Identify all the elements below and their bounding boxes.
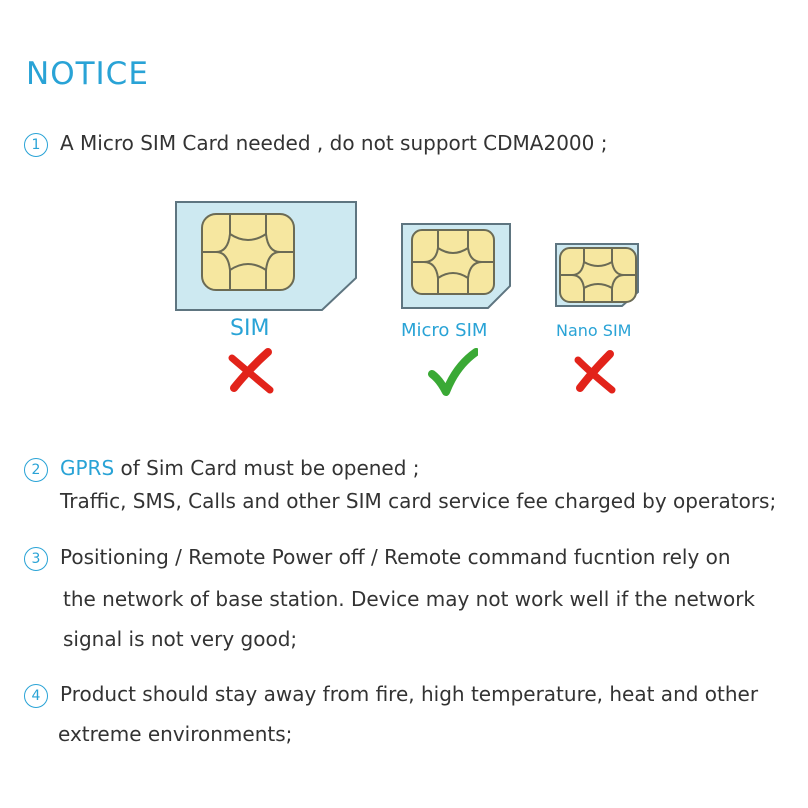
notice-title: NOTICE — [26, 56, 149, 92]
micro-sim-label: Micro SIM — [401, 320, 488, 341]
item-3-line-1: Positioning / Remote Power off / Remote … — [60, 545, 731, 569]
nano-sim-label: Nano SIM — [556, 321, 632, 340]
number-4-badge: 4 — [24, 684, 48, 708]
gprs-highlight: GPRS — [60, 456, 115, 480]
item-3-line-3: signal is not very good; — [63, 627, 298, 651]
check-icon — [428, 348, 478, 396]
nano-sim-card-icon — [555, 243, 639, 307]
item-2-line-1: GPRS of Sim Card must be opened ; — [60, 456, 420, 480]
micro-sim-card-icon — [401, 223, 511, 309]
number-3-badge: 3 — [24, 547, 48, 571]
sim-label: SIM — [230, 316, 270, 341]
item-4-line-2: extreme environments; — [58, 722, 293, 746]
cross-icon — [228, 348, 274, 394]
sim-card-icon — [175, 201, 357, 311]
item-1-line-1: A Micro SIM Card needed , do not support… — [60, 131, 608, 155]
item-2-line-2: Traffic, SMS, Calls and other SIM card s… — [60, 489, 777, 513]
cross-icon — [574, 350, 616, 394]
item-3-line-2: the network of base station. Device may … — [63, 587, 756, 611]
item-4-line-1: Product should stay away from fire, high… — [60, 682, 759, 706]
number-2-badge: 2 — [24, 458, 48, 482]
number-1-badge: 1 — [24, 133, 48, 157]
item-2-line-1-rest: of Sim Card must be opened ; — [114, 456, 420, 480]
